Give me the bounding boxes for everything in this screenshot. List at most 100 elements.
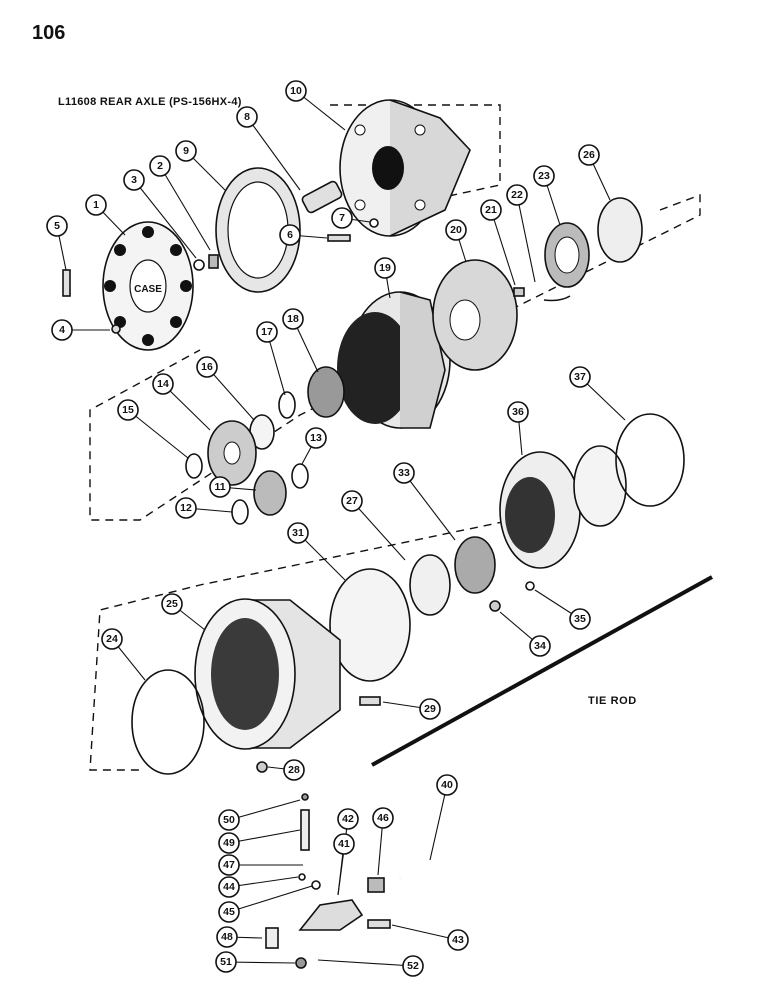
callout-15: 15 — [117, 399, 139, 421]
callout-circle-45 — [218, 901, 240, 923]
part-nut-4 — [111, 324, 121, 334]
callout-label-20: 20 — [450, 224, 462, 236]
callout-label-3: 3 — [131, 174, 137, 186]
leader-line-21 — [490, 209, 516, 286]
part-washer-7 — [369, 218, 379, 228]
callout-label-17: 17 — [261, 326, 273, 338]
callout-label-8: 8 — [244, 111, 250, 123]
callout-label-26: 26 — [583, 149, 595, 161]
callout-label-45: 45 — [223, 906, 235, 918]
part-hub-10 — [339, 99, 471, 237]
group-outline-hub — [330, 104, 501, 216]
callout-circle-6 — [279, 224, 301, 246]
leader-line-33 — [403, 472, 456, 541]
callout-24: 24 — [101, 628, 123, 650]
callout-circle-41 — [333, 833, 355, 855]
callout-circle-52 — [402, 955, 424, 977]
callout-circle-2 — [149, 155, 171, 177]
callout-26: 26 — [578, 144, 600, 166]
callout-circle-12 — [175, 497, 197, 519]
part-bearing-18 — [307, 366, 345, 418]
callout-label-49: 49 — [223, 837, 235, 849]
leader-line-3 — [133, 179, 197, 259]
part-sleeve-48 — [265, 927, 279, 949]
callout-13: 13 — [305, 427, 327, 449]
callout-10: 10 — [285, 80, 307, 102]
leader-line-14 — [162, 383, 211, 431]
part-bolt-6 — [327, 234, 351, 242]
callout-29: 29 — [419, 698, 441, 720]
callout-label-11: 11 — [214, 481, 225, 493]
callout-label-5: 5 — [54, 220, 60, 232]
leader-line-50 — [228, 799, 301, 821]
callout-circle-5 — [46, 215, 68, 237]
callout-label-25: 25 — [166, 598, 178, 610]
callout-circle-4 — [51, 319, 73, 341]
callout-40: 40 — [436, 774, 458, 796]
leader-line-22 — [516, 194, 536, 283]
callout-28: 28 — [283, 759, 305, 781]
part-o-ring-24 — [131, 669, 205, 775]
leader-line-2 — [159, 165, 211, 251]
leader-line-52 — [317, 959, 414, 967]
callout-label-47: 47 — [223, 859, 235, 871]
part-gear-11 — [253, 470, 287, 516]
callout-circle-25 — [161, 593, 183, 615]
callout-circle-47 — [218, 854, 240, 876]
part-bearing-33 — [454, 536, 496, 594]
callout-label-44: 44 — [223, 881, 235, 893]
callout-label-9: 9 — [183, 145, 189, 157]
part-gasket-9 — [215, 167, 301, 293]
callout-circle-51 — [215, 951, 237, 973]
callout-circle-9 — [175, 140, 197, 162]
callout-circle-42 — [337, 808, 359, 830]
callout-circle-37 — [569, 366, 591, 388]
callout-label-18: 18 — [287, 313, 299, 325]
part-nut-51 — [295, 957, 307, 969]
callout-label-15: 15 — [122, 404, 134, 416]
callout-circle-7 — [331, 207, 353, 229]
callout-circle-50 — [218, 809, 240, 831]
callout-2: 2 — [149, 155, 171, 177]
callout-circle-46 — [372, 807, 394, 829]
callout-49: 49 — [218, 832, 240, 854]
callout-6: 6 — [279, 224, 301, 246]
callout-label-27: 27 — [346, 495, 358, 507]
callout-51: 51 — [215, 951, 237, 973]
leader-line-17 — [266, 331, 286, 396]
callout-48: 48 — [216, 926, 238, 948]
callout-11: 11 — [209, 476, 231, 498]
callout-label-42: 42 — [342, 813, 354, 825]
callout-43: 43 — [447, 929, 469, 951]
callout-27: 27 — [341, 490, 363, 512]
callout-47: 47 — [218, 854, 240, 876]
callout-circle-19 — [374, 257, 396, 279]
group-outline-housing — [89, 509, 561, 771]
callout-label-28: 28 — [288, 764, 300, 776]
callout-circle-36 — [507, 401, 529, 423]
part-nut-28 — [256, 761, 268, 773]
callout-31: 31 — [287, 522, 309, 544]
callout-circle-26 — [578, 144, 600, 166]
part-washer-13 — [291, 463, 309, 489]
callout-label-10: 10 — [290, 85, 302, 97]
leader-line-8 — [246, 116, 301, 191]
callout-circle-24 — [101, 628, 123, 650]
part-washer-15 — [185, 453, 203, 479]
callout-8: 8 — [236, 106, 258, 128]
callout-circle-43 — [447, 929, 469, 951]
callout-35: 35 — [569, 608, 591, 630]
callout-label-22: 22 — [511, 189, 523, 201]
section-divider — [371, 575, 713, 767]
tie-rod-section-label: TIE ROD — [588, 695, 637, 707]
callout-1: 1 — [85, 194, 107, 216]
part-gear-20 — [432, 259, 518, 371]
leader-line-44 — [228, 876, 299, 888]
callout-label-31: 31 — [292, 527, 304, 539]
part-nut-34 — [489, 600, 501, 612]
callout-label-2: 2 — [157, 160, 163, 172]
callout-33: 33 — [393, 462, 415, 484]
callout-label-4: 4 — [59, 324, 65, 336]
callout-23: 23 — [533, 165, 555, 187]
callout-label-14: 14 — [157, 378, 169, 390]
